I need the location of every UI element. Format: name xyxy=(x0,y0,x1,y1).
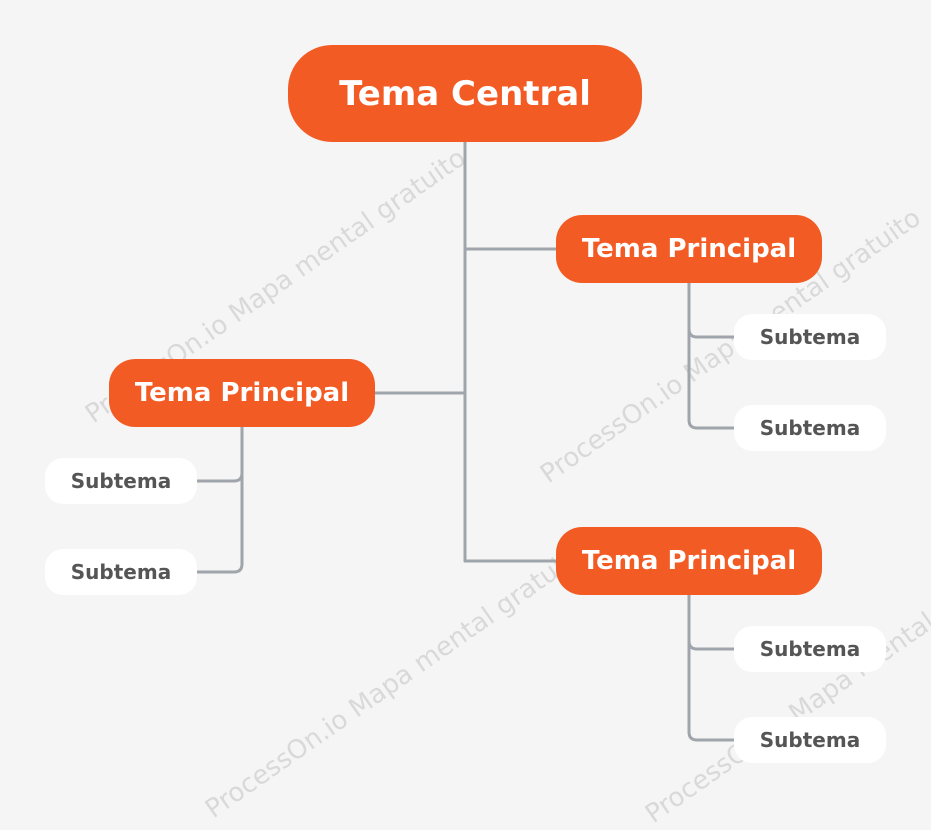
connector-sub xyxy=(195,471,244,574)
main-topic-right-top[interactable]: Tema Principal xyxy=(556,215,822,283)
subtopic[interactable]: Subtema xyxy=(734,626,886,672)
subtopic[interactable]: Subtema xyxy=(734,314,886,360)
connector-sub xyxy=(687,639,736,742)
main-topic-right-bottom[interactable]: Tema Principal xyxy=(556,527,822,595)
subtopic[interactable]: Subtema xyxy=(45,549,197,595)
subtopic[interactable]: Subtema xyxy=(45,458,197,504)
connector-sub xyxy=(687,593,736,651)
central-topic[interactable]: Tema Central xyxy=(288,45,642,142)
connector-sub xyxy=(687,281,736,339)
connector-sub xyxy=(195,425,244,483)
connector-sub xyxy=(687,327,736,430)
subtopic[interactable]: Subtema xyxy=(734,717,886,763)
main-topic-left[interactable]: Tema Principal xyxy=(109,359,375,427)
subtopic[interactable]: Subtema xyxy=(734,405,886,451)
